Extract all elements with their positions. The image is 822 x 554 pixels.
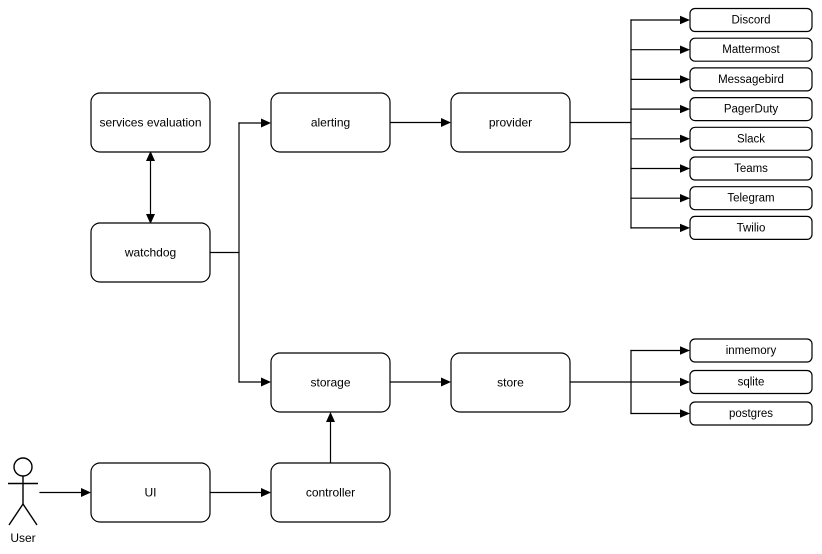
node-provider-target[interactable]: Mattermost xyxy=(689,37,813,62)
node-store[interactable]: store xyxy=(450,352,571,413)
node-provider-target[interactable]: PagerDuty xyxy=(689,96,813,122)
node-provider-target[interactable]: Telegram xyxy=(689,186,813,211)
arrowhead-up-services-evaluation xyxy=(146,151,155,161)
node-label-controller: controller xyxy=(306,486,355,500)
node-label-services-evaluation: services evaluation xyxy=(99,116,201,130)
edge-watchdog-trunk xyxy=(209,118,271,387)
node-label-watchdog: watchdog xyxy=(124,246,176,260)
edge-provider-fanout xyxy=(569,15,690,233)
node-store-target[interactable]: sqlite xyxy=(689,369,813,395)
actor-legs-icon xyxy=(8,502,38,526)
node-label-provider-target: Messagebird xyxy=(718,74,784,86)
node-provider-target[interactable]: Discord xyxy=(689,7,813,33)
node-store-target[interactable]: postgres xyxy=(689,401,813,426)
node-alerting[interactable]: alerting xyxy=(270,92,391,153)
edge-store-fanout xyxy=(569,346,690,418)
node-label-storage: storage xyxy=(310,376,350,390)
arrowhead-store xyxy=(441,377,451,387)
edge-watchdog-services-evaluation xyxy=(146,151,155,224)
node-provider-target[interactable]: Slack xyxy=(689,126,813,151)
node-storage[interactable]: storage xyxy=(270,352,391,413)
user-actor[interactable]: User xyxy=(8,457,38,545)
arrowhead-alerting xyxy=(261,118,271,128)
node-label-provider-target: Mattermost xyxy=(722,44,780,56)
node-label-provider-target: Telegram xyxy=(727,193,774,205)
node-store-target[interactable]: inmemory xyxy=(689,338,813,363)
arrowhead-storage-from-controller xyxy=(326,412,335,422)
node-services-evaluation[interactable]: services evaluation xyxy=(90,92,211,153)
edge-controller-storage xyxy=(326,412,335,464)
node-label-provider-target: PagerDuty xyxy=(724,104,779,116)
node-watchdog[interactable]: watchdog xyxy=(90,222,211,283)
edge-ui-controller xyxy=(209,488,271,497)
node-provider-target[interactable]: Messagebird xyxy=(689,67,813,92)
node-label-provider: provider xyxy=(489,116,532,130)
user-actor-label: User xyxy=(10,531,35,545)
node-label-alerting: alerting xyxy=(311,116,350,130)
node-provider[interactable]: provider xyxy=(450,92,571,153)
arrowhead-storage xyxy=(261,377,271,387)
node-controller[interactable]: controller xyxy=(270,462,391,523)
node-label-store: store xyxy=(497,376,524,390)
node-label-store-target: sqlite xyxy=(738,377,765,389)
edge-storage-store xyxy=(389,377,451,387)
node-label-provider-target: Slack xyxy=(737,133,765,145)
node-ui[interactable]: UI xyxy=(90,462,211,523)
arrowhead-controller xyxy=(261,488,271,497)
edge-user-ui xyxy=(39,488,91,497)
edge-alerting-provider xyxy=(389,118,451,127)
actor-head-icon xyxy=(13,457,33,477)
node-provider-target[interactable]: Teams xyxy=(689,156,813,181)
arrowhead-down-watchdog xyxy=(146,214,155,224)
arrowhead-ui xyxy=(81,488,91,497)
node-label-provider-target: Twilio xyxy=(737,222,766,234)
node-provider-target[interactable]: Twilio xyxy=(689,215,813,240)
node-label-ui: UI xyxy=(145,486,157,500)
node-label-store-target: inmemory xyxy=(726,345,777,357)
node-label-provider-target: Discord xyxy=(732,15,771,27)
arrowhead-provider xyxy=(441,118,451,127)
node-label-store-target: postgres xyxy=(729,408,773,420)
node-label-provider-target: Teams xyxy=(734,163,768,175)
